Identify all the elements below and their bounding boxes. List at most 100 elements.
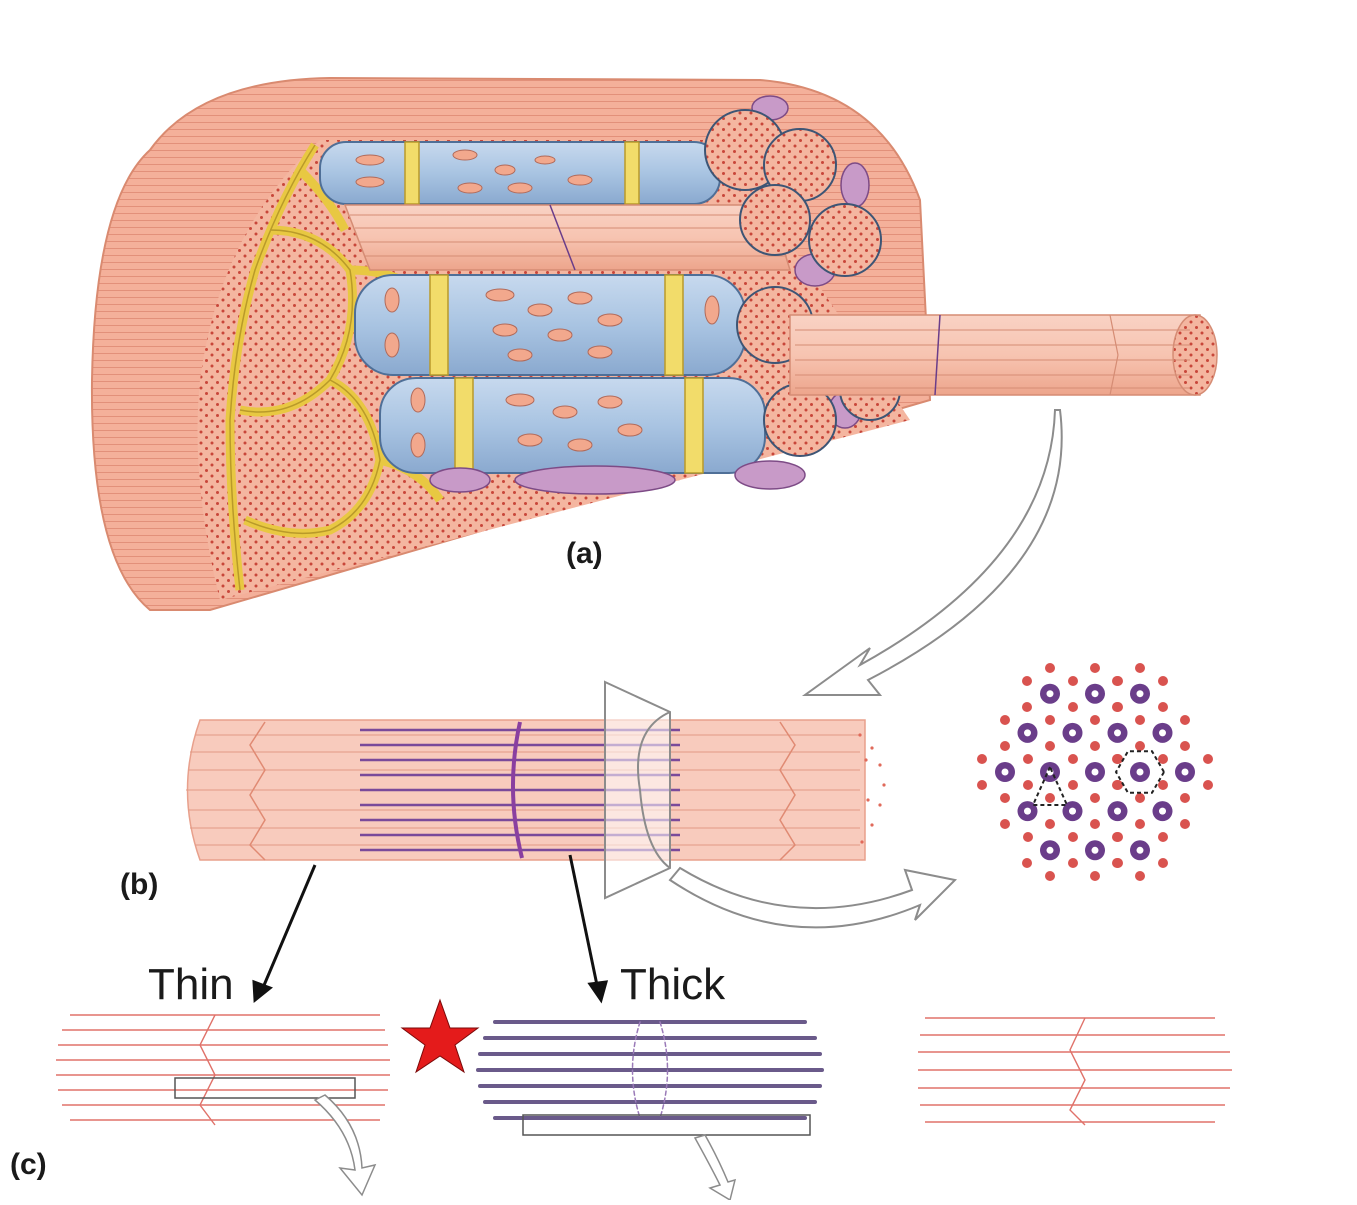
thick-filament-core (1069, 807, 1076, 815)
thick-filament-core (1136, 846, 1144, 854)
myofibril-row-3 (354, 274, 746, 376)
thin-filament-dot (1090, 663, 1100, 673)
thin-filament-dot (1000, 819, 1010, 829)
thin-filament-dot (1180, 819, 1190, 829)
thin-filament-dot (1068, 780, 1078, 790)
hexagon-unit-marker (1114, 750, 1166, 794)
thin-filament-dot (1022, 702, 1032, 712)
thin-filament-dot (1045, 741, 1055, 751)
filament-lattice (977, 663, 1213, 881)
thick-filament-core (1091, 846, 1099, 854)
thin-filament-dot (1090, 741, 1100, 751)
thin-filament-dot (1203, 754, 1213, 764)
star-icon (400, 998, 480, 1074)
thin-filament-dot (1000, 793, 1010, 803)
thin-filament-dot (1090, 871, 1100, 881)
thin-filament-dot (1135, 793, 1145, 803)
thin-filament-dot (1180, 741, 1190, 751)
thin-filament-dot (1135, 741, 1145, 751)
myofibril-ends (704, 109, 901, 457)
thick-filament-core (1136, 690, 1144, 698)
thick-filament-core (1091, 690, 1099, 698)
thick-filament-core (1114, 807, 1121, 815)
zoom-arrow-a-to-b (801, 409, 1063, 696)
thin-filament-dot (1112, 676, 1122, 686)
cross-section-plane (604, 680, 671, 900)
thin-filament-dot (1000, 715, 1010, 725)
muscle-fiber-block (90, 76, 1218, 611)
thin-filament-dot (1112, 754, 1122, 764)
thin-filament-dot (1135, 663, 1145, 673)
thick-filament-core (1024, 729, 1031, 737)
thin-filament-dot (1023, 780, 1033, 790)
thin-filament-dot (1045, 793, 1055, 803)
zoom-arrow-thick (693, 1134, 737, 1202)
pointer-arrows (252, 854, 609, 1004)
thin-filament-dot (1180, 715, 1190, 725)
thin-filament-dot (1135, 871, 1145, 881)
myofibril-row-1 (319, 141, 721, 205)
thin-filament-dot (977, 780, 987, 790)
myofibril-row-4 (379, 377, 766, 474)
thick-filament-core (1046, 846, 1054, 854)
thin-filament-dot (1158, 780, 1168, 790)
myofibril-row-2 (343, 204, 792, 271)
thick-filament-core (1181, 768, 1189, 776)
thin-filament-dot (1112, 858, 1122, 868)
thick-filament-core (1136, 768, 1144, 776)
label-c: (c) (10, 1148, 47, 1181)
thin-filament-dot (1068, 832, 1078, 842)
thin-filament-dot (1158, 754, 1168, 764)
thin-filament-dot (1090, 793, 1100, 803)
label-thin: Thin (148, 960, 234, 1009)
zoom-arrow-thin (313, 1094, 377, 1197)
label-b: (b) (120, 868, 159, 901)
thin-filament-dot (1068, 754, 1078, 764)
thin-filament-dot (1000, 741, 1010, 751)
label-a: (a) (566, 537, 603, 570)
thin-filament-dot (1045, 871, 1055, 881)
thick-filament-core (1114, 729, 1121, 737)
thin-filament-dot (1135, 715, 1145, 725)
arrow-to-cross-section (668, 866, 958, 929)
thick-filament-core (1091, 768, 1099, 776)
thin-filament-dot (1203, 780, 1213, 790)
thin-filament-dot (977, 754, 987, 764)
thin-filament-dot (1045, 715, 1055, 725)
thin-filament-dot (1112, 832, 1122, 842)
thin-filament-dot (1158, 702, 1168, 712)
thick-filament-bundle (476, 1020, 824, 1136)
thin-filament-dot (1180, 793, 1190, 803)
combined-filament-bundle (918, 1017, 1232, 1126)
thin-filament-dot (1045, 663, 1055, 673)
thick-filament-core (1001, 768, 1009, 776)
thin-filament-dot (1112, 780, 1122, 790)
triangle-unit-marker (1031, 764, 1069, 806)
thick-filament-core (1069, 729, 1076, 737)
thin-filament-bundle (56, 1014, 390, 1126)
thick-filament-core (1159, 807, 1166, 815)
thin-filament-dot (1023, 832, 1033, 842)
thin-filament-dot (1158, 858, 1168, 868)
extended-myofibril (789, 314, 1218, 396)
thick-filament-core (1046, 690, 1054, 698)
thin-filament-dot (1022, 676, 1032, 686)
thin-filament-dot (1090, 819, 1100, 829)
thin-filament-dot (1068, 858, 1078, 868)
thick-filament-core (1024, 807, 1031, 815)
thin-filament-dot (1090, 715, 1100, 725)
myofibril-segment (186, 680, 886, 900)
thin-filament-dot (1112, 702, 1122, 712)
thin-filament-dot (1045, 819, 1055, 829)
thick-filament-core (1159, 729, 1166, 737)
label-thick: Thick (620, 960, 726, 1009)
thin-filament-dot (1068, 676, 1078, 686)
thin-filament-dot (1068, 702, 1078, 712)
thin-filament-dot (1158, 676, 1168, 686)
thin-filament-dot (1135, 819, 1145, 829)
thin-filament-dot (1022, 858, 1032, 868)
thin-filament-dot (1023, 754, 1033, 764)
thin-filament-dot (1158, 832, 1168, 842)
